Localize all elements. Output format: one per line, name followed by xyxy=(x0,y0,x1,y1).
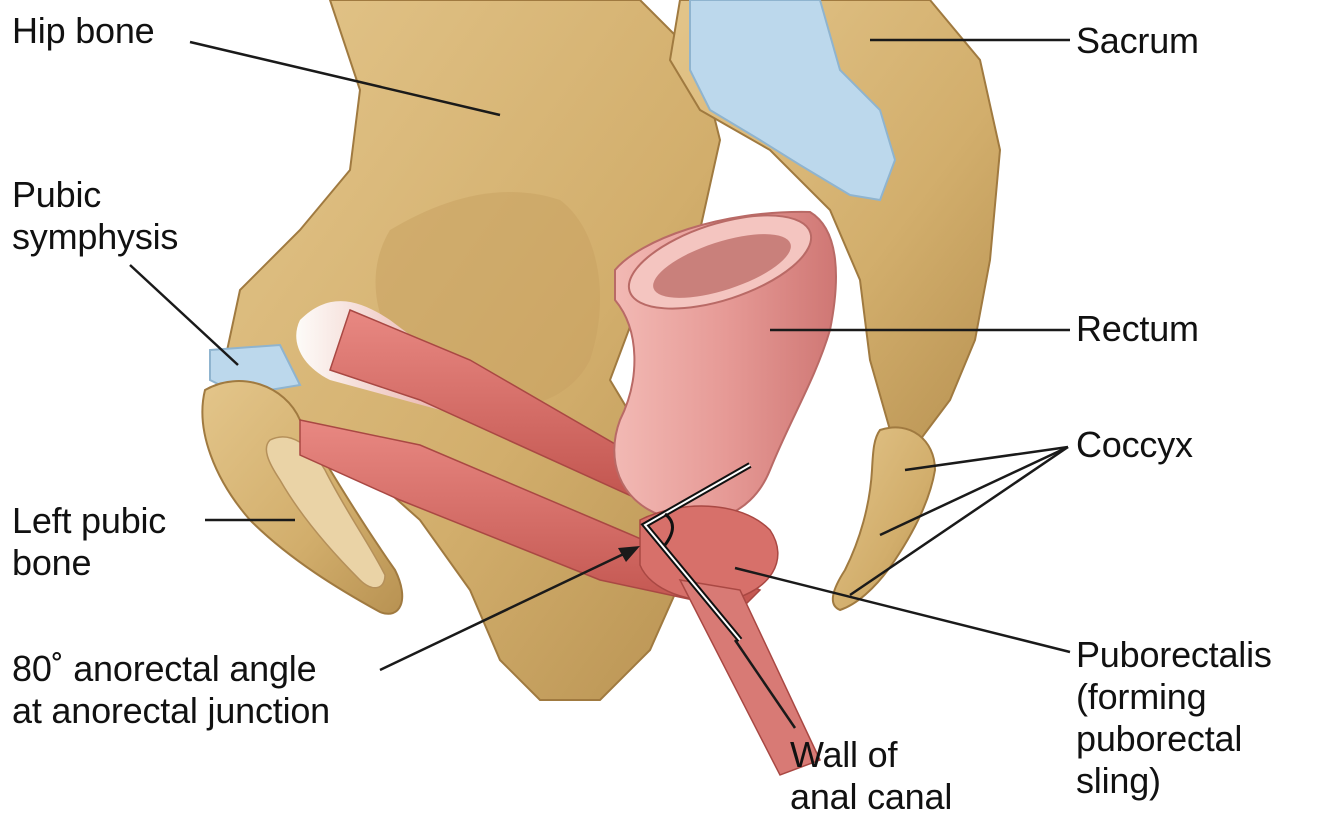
label-left-pubic-bone-line-1: Left pubic xyxy=(12,500,166,542)
label-sacrum: Sacrum xyxy=(1076,20,1199,62)
label-pubic-symphysis-line-2: symphysis xyxy=(12,216,178,258)
label-puborectalis-line-1: Puborectalis xyxy=(1076,634,1272,676)
label-pubic-symphysis: Pubic symphysis xyxy=(12,174,178,258)
label-hip-bone-line-1: Hip bone xyxy=(12,10,155,52)
label-rectum-line-1: Rectum xyxy=(1076,308,1199,350)
label-puborectalis-line-3: puborectal xyxy=(1076,718,1272,760)
label-wall-of-anal-canal-line-2: anal canal xyxy=(790,776,952,818)
label-anorectal-angle-line-2: at anorectal junction xyxy=(12,690,330,732)
label-coccyx-line-1: Coccyx xyxy=(1076,424,1193,466)
label-wall-of-anal-canal: Wall of anal canal xyxy=(790,734,952,818)
label-puborectalis-line-4: sling) xyxy=(1076,760,1272,802)
label-left-pubic-bone-line-2: bone xyxy=(12,542,166,584)
label-sacrum-line-1: Sacrum xyxy=(1076,20,1199,62)
label-anorectal-angle-line-1: 80˚ anorectal angle xyxy=(12,648,330,690)
coccyx-bone xyxy=(833,427,935,610)
leader-puborectalis xyxy=(735,568,1070,652)
label-puborectalis-line-2: (forming xyxy=(1076,676,1272,718)
label-rectum: Rectum xyxy=(1076,308,1199,350)
label-wall-of-anal-canal-line-1: Wall of xyxy=(790,734,952,776)
label-pubic-symphysis-line-1: Pubic xyxy=(12,174,178,216)
label-anorectal-angle: 80˚ anorectal angle at anorectal junctio… xyxy=(12,648,330,732)
label-coccyx: Coccyx xyxy=(1076,424,1193,466)
label-puborectalis: Puborectalis (forming puborectal sling) xyxy=(1076,634,1272,802)
label-hip-bone: Hip bone xyxy=(12,10,155,52)
label-left-pubic-bone: Left pubic bone xyxy=(12,500,166,584)
leader-pubic-symphysis xyxy=(130,265,238,365)
